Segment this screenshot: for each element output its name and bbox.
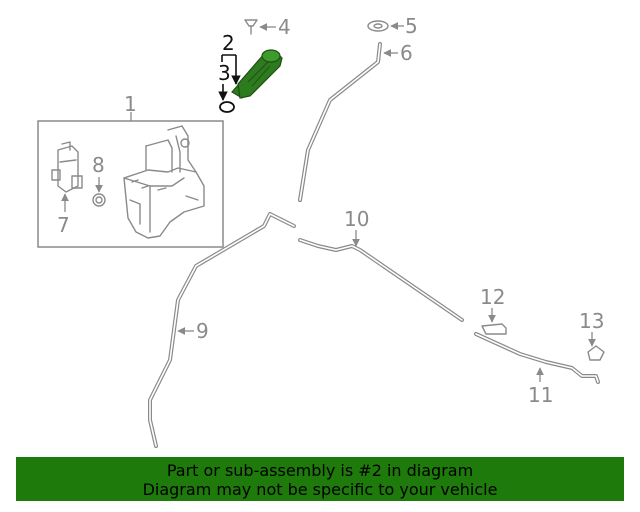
callout-6: 6 (400, 41, 413, 65)
callout-5: 5 (405, 14, 418, 38)
callout-12: 12 (480, 285, 505, 309)
callout-11: 11 (528, 383, 553, 407)
hose-part-6 (298, 42, 382, 202)
screw-part-4 (244, 19, 258, 35)
callout-8: 8 (92, 153, 105, 177)
banner-line-2: Diagram may not be specific to your vehi… (142, 480, 498, 499)
hose-part-10 (298, 238, 464, 322)
banner-line-1: Part or sub-assembly is #2 in diagram (166, 461, 474, 480)
callout-2: 2 (222, 31, 235, 55)
callout-7: 7 (57, 213, 70, 237)
clip-part-12 (481, 323, 507, 335)
o-ring-part-3 (219, 101, 235, 113)
hose-part-11 (474, 332, 600, 384)
callout-3: 3 (218, 61, 231, 85)
callout-4: 4 (278, 15, 291, 39)
grommet-part-8 (92, 193, 106, 207)
parts-diagram: 1 2 3 4 5 6 7 8 9 10 11 12 13 (37, 14, 605, 448)
callout-13: 13 (579, 309, 604, 333)
filler-neck-part-2[interactable] (231, 49, 283, 99)
hose-part-9 (148, 212, 296, 448)
grommet-part-5 (367, 20, 389, 32)
callout-9: 9 (196, 319, 209, 343)
info-banner: Part or sub-assembly is #2 in diagram Di… (16, 457, 624, 501)
callout-1: 1 (124, 92, 137, 116)
reservoir-assembly[interactable] (37, 112, 224, 248)
washer-reservoir-tank (123, 125, 205, 239)
callout-10: 10 (344, 207, 369, 231)
leader-2 (221, 54, 236, 84)
nozzle-part-13 (587, 345, 605, 361)
washer-pump (51, 141, 83, 193)
